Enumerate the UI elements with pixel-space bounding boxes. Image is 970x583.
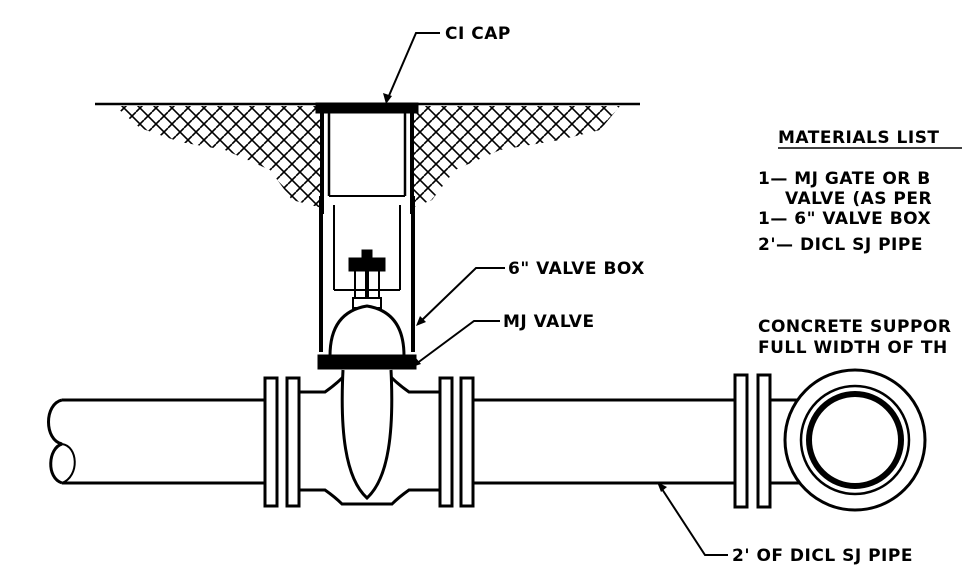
label-ci-cap: CI CAP (445, 24, 511, 44)
soil-hatch-right (412, 106, 620, 208)
materials-title: MATERIALS LIST (778, 128, 940, 148)
flange-right-pair (438, 376, 475, 508)
materials-line-4: 2'— DICL SJ PIPE (758, 235, 923, 255)
pipe-end-section (783, 368, 927, 512)
leader-ci-cap (387, 32, 440, 99)
flange-joint-pair (733, 373, 772, 509)
concrete-note-line-2: FULL WIDTH OF TH (758, 338, 948, 358)
leader-mj-valve (415, 320, 500, 365)
operating-nut (348, 249, 386, 300)
materials-line-1: 1— MJ GATE OR B (758, 169, 931, 189)
soil-hatch-left (115, 106, 322, 208)
materials-line-2: VALVE (AS PER (785, 189, 932, 209)
materials-line-3: 1— 6" VALVE BOX (758, 209, 931, 229)
label-valve-box: 6" VALVE BOX (508, 259, 645, 279)
mj-valve (317, 297, 417, 370)
label-dicl-pipe: 2' OF DICL SJ PIPE (732, 546, 913, 566)
concrete-note-line-1: CONCRETE SUPPOR (758, 317, 951, 337)
label-mj-valve: MJ VALVE (503, 312, 595, 332)
pipe-run (47, 398, 812, 485)
leader-valve-box (419, 267, 505, 323)
leader-dicl-pipe (659, 485, 728, 556)
valve-body (294, 369, 444, 506)
materials-list: MATERIALS LIST 1— MJ GATE OR B VALVE (AS… (758, 128, 962, 255)
valve-box (315, 102, 419, 352)
concrete-note: CONCRETE SUPPOR FULL WIDTH OF TH (758, 317, 951, 358)
flange-left-pair (263, 376, 301, 508)
